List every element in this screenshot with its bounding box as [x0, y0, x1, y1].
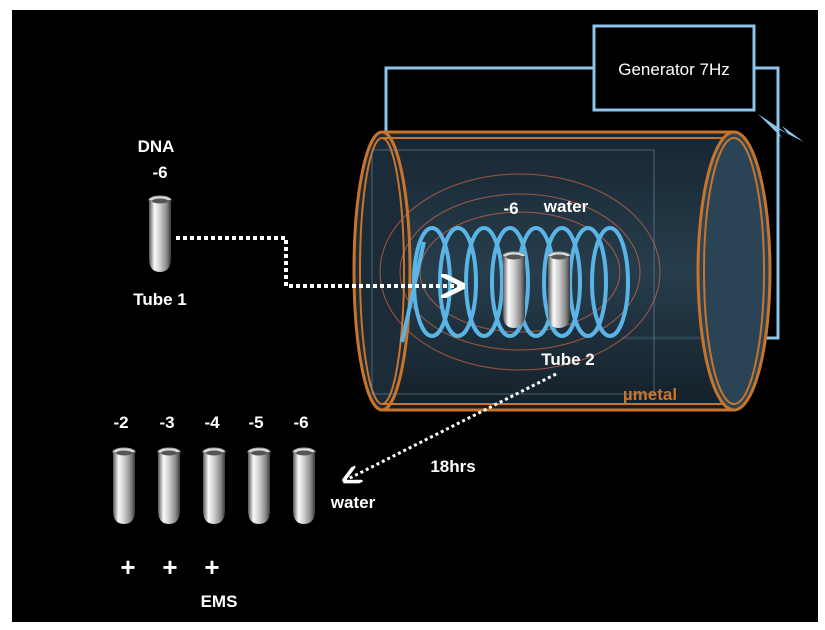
dilution-label-5: -6	[293, 413, 308, 432]
mumetal-label: µmetal	[623, 385, 677, 404]
water-tube-chamber	[547, 251, 571, 329]
dilution-label-4: -5	[248, 413, 263, 432]
result-tube-1	[112, 447, 136, 525]
result-tube-3	[202, 447, 226, 525]
dilution-label-3: -4	[204, 413, 220, 432]
diagram-canvas: Generator 7Hz -6 water Tube 2 µme	[112, 24, 804, 611]
transfer-arrow	[176, 236, 460, 286]
tube-2	[502, 251, 526, 329]
dilution-label-1: -2	[113, 413, 128, 432]
result-tube-5	[292, 447, 316, 525]
result-tube-2	[157, 447, 181, 525]
diagram-stage: Generator 7Hz -6 water Tube 2 µme	[12, 10, 818, 622]
chamber-tube-dilution: -6	[503, 199, 518, 218]
lightning-bolt-icon	[758, 114, 804, 142]
dna-dilution: -6	[152, 163, 167, 182]
signal-mark-3: +	[204, 552, 219, 582]
magnetic-field-lines	[379, 173, 661, 371]
tube-1-label: Tube 1	[133, 290, 187, 309]
signal-mark-2: +	[162, 552, 177, 582]
tube-1	[148, 195, 172, 273]
tube-2-label: Tube 2	[541, 350, 595, 369]
dna-title: DNA	[138, 137, 175, 156]
signal-mark-1: +	[120, 552, 135, 582]
generator-label: Generator 7Hz	[618, 60, 730, 79]
dilution-label-2: -3	[159, 413, 174, 432]
result-water-label: water	[330, 493, 376, 512]
ems-label: EMS	[201, 592, 238, 611]
chamber-water-label: water	[543, 197, 589, 216]
incubation-label: 18hrs	[430, 457, 475, 476]
result-tube-4	[247, 447, 271, 525]
